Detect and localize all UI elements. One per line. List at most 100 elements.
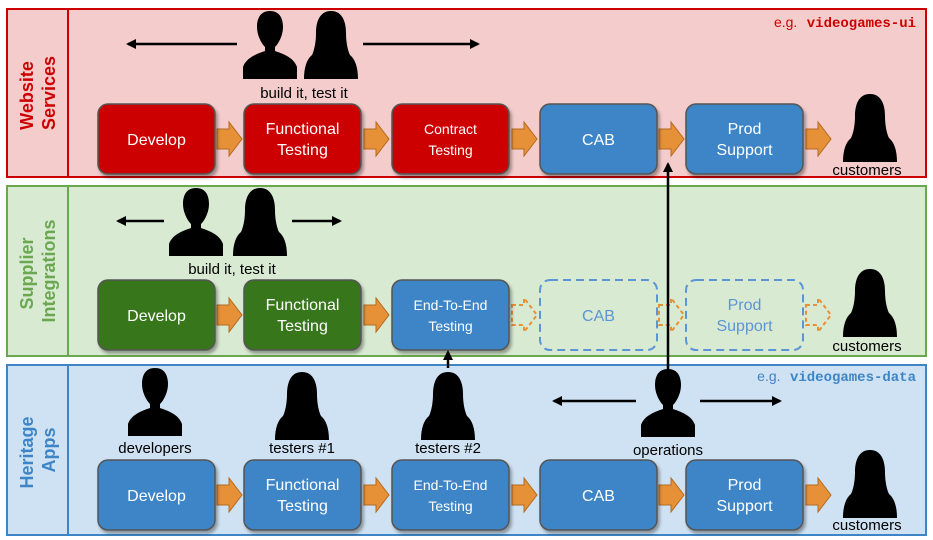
chevron-arrow-icon	[805, 120, 832, 158]
box-label-line1: Prod	[728, 297, 762, 314]
box-label: Develop	[127, 488, 186, 505]
chevron-arrow-icon	[805, 295, 833, 335]
heritage-box-cab: CAB	[539, 459, 658, 531]
website-example-prefix: e.g.	[774, 14, 797, 30]
testers-1-label: testers #1	[269, 440, 335, 457]
website-customers: customers	[832, 94, 902, 179]
box-label-line1: Functional	[266, 477, 340, 494]
supplier-box-develop: Develop	[97, 279, 216, 351]
box-shape	[243, 103, 362, 175]
supplier-people-label: build it, test it	[188, 261, 276, 278]
box-shape	[243, 279, 362, 351]
box-label-line2: Testing	[428, 142, 472, 158]
box-label-line2: Testing	[277, 318, 328, 335]
testers-2-label: testers #2	[415, 440, 481, 457]
supplier-customers: customers	[832, 269, 902, 355]
box-shape	[391, 459, 510, 531]
chevron-arrow-icon	[658, 476, 685, 514]
heritage-team-people: developers testers #1 testers #2 operati…	[118, 368, 782, 459]
box-label-line1: End-To-End	[414, 477, 488, 493]
box-shape	[97, 103, 216, 175]
website-lane-title-line2: Services	[39, 56, 59, 130]
developers-label: developers	[118, 440, 191, 457]
heritage-example-label: e.g. videogames-data	[757, 368, 916, 386]
website-box-cab: CAB	[539, 103, 658, 175]
website-lane-title: Website Services	[17, 56, 59, 130]
box-label: CAB	[582, 132, 615, 149]
box-label: CAB	[582, 308, 615, 325]
box-shape	[539, 103, 658, 175]
box-shape	[391, 103, 510, 175]
chevron-arrow-icon	[216, 296, 243, 334]
heritage-lane-title-line1: Heritage	[17, 416, 37, 488]
supplier-team-people: build it, test it	[116, 188, 342, 278]
process-chevrons	[216, 120, 833, 514]
heritage-customers: customers	[832, 450, 902, 534]
box-label-line2: Testing	[428, 318, 472, 334]
box-label-line2: Testing	[428, 498, 472, 514]
box-label-line1: Prod	[728, 121, 762, 138]
chevron-arrow-icon	[363, 476, 390, 514]
box-label-line1: Prod	[728, 477, 762, 494]
heritage-example-prefix: e.g.	[757, 368, 780, 384]
supplier-lane-title-line1: Supplier	[17, 238, 37, 310]
box-label-line1: Functional	[266, 121, 340, 138]
website-example-code: videogames-ui	[807, 16, 916, 32]
heritage-box-develop: Develop	[97, 459, 216, 531]
website-customers-label: customers	[832, 162, 901, 179]
operations-label: operations	[633, 442, 703, 459]
chevron-arrow-icon	[363, 120, 390, 158]
box-shape	[685, 279, 804, 351]
box-label: Develop	[127, 132, 186, 149]
heritage-example-code: videogames-data	[790, 370, 917, 386]
supplier-lane-title: Supplier Integrations	[17, 219, 59, 322]
chevron-arrow-icon	[805, 476, 832, 514]
heritage-customers-label: customers	[832, 517, 901, 534]
box-label-line2: Testing	[277, 142, 328, 159]
chevron-arrow-icon	[363, 296, 390, 334]
supplier-lane-title-line2: Integrations	[39, 219, 59, 322]
chevron-arrow-icon	[658, 120, 685, 158]
box-label-line2: Support	[716, 318, 773, 335]
box-shape	[243, 459, 362, 531]
website-lane-title-line1: Website	[17, 61, 37, 130]
box-label-line2: Testing	[277, 498, 328, 515]
box-shape	[685, 103, 804, 175]
box-label: CAB	[582, 488, 615, 505]
box-label-line1: Functional	[266, 297, 340, 314]
chevron-arrow-icon	[511, 295, 539, 335]
website-box-develop: Develop	[97, 103, 216, 175]
heritage-lane-title: Heritage Apps	[17, 411, 59, 488]
box-shape	[391, 279, 510, 351]
box-label-line2: Support	[716, 498, 773, 515]
box-label: Develop	[127, 308, 186, 325]
supplier-box-cab: CAB	[539, 279, 658, 351]
heritage-lane-title-line2: Apps	[39, 428, 59, 473]
box-shape	[685, 459, 804, 531]
chevron-arrow-icon	[216, 120, 243, 158]
website-team-people: build it, test it	[126, 11, 480, 102]
chevron-arrow-icon	[511, 120, 538, 158]
chevron-arrow-icon	[658, 295, 686, 335]
box-shape	[97, 459, 216, 531]
